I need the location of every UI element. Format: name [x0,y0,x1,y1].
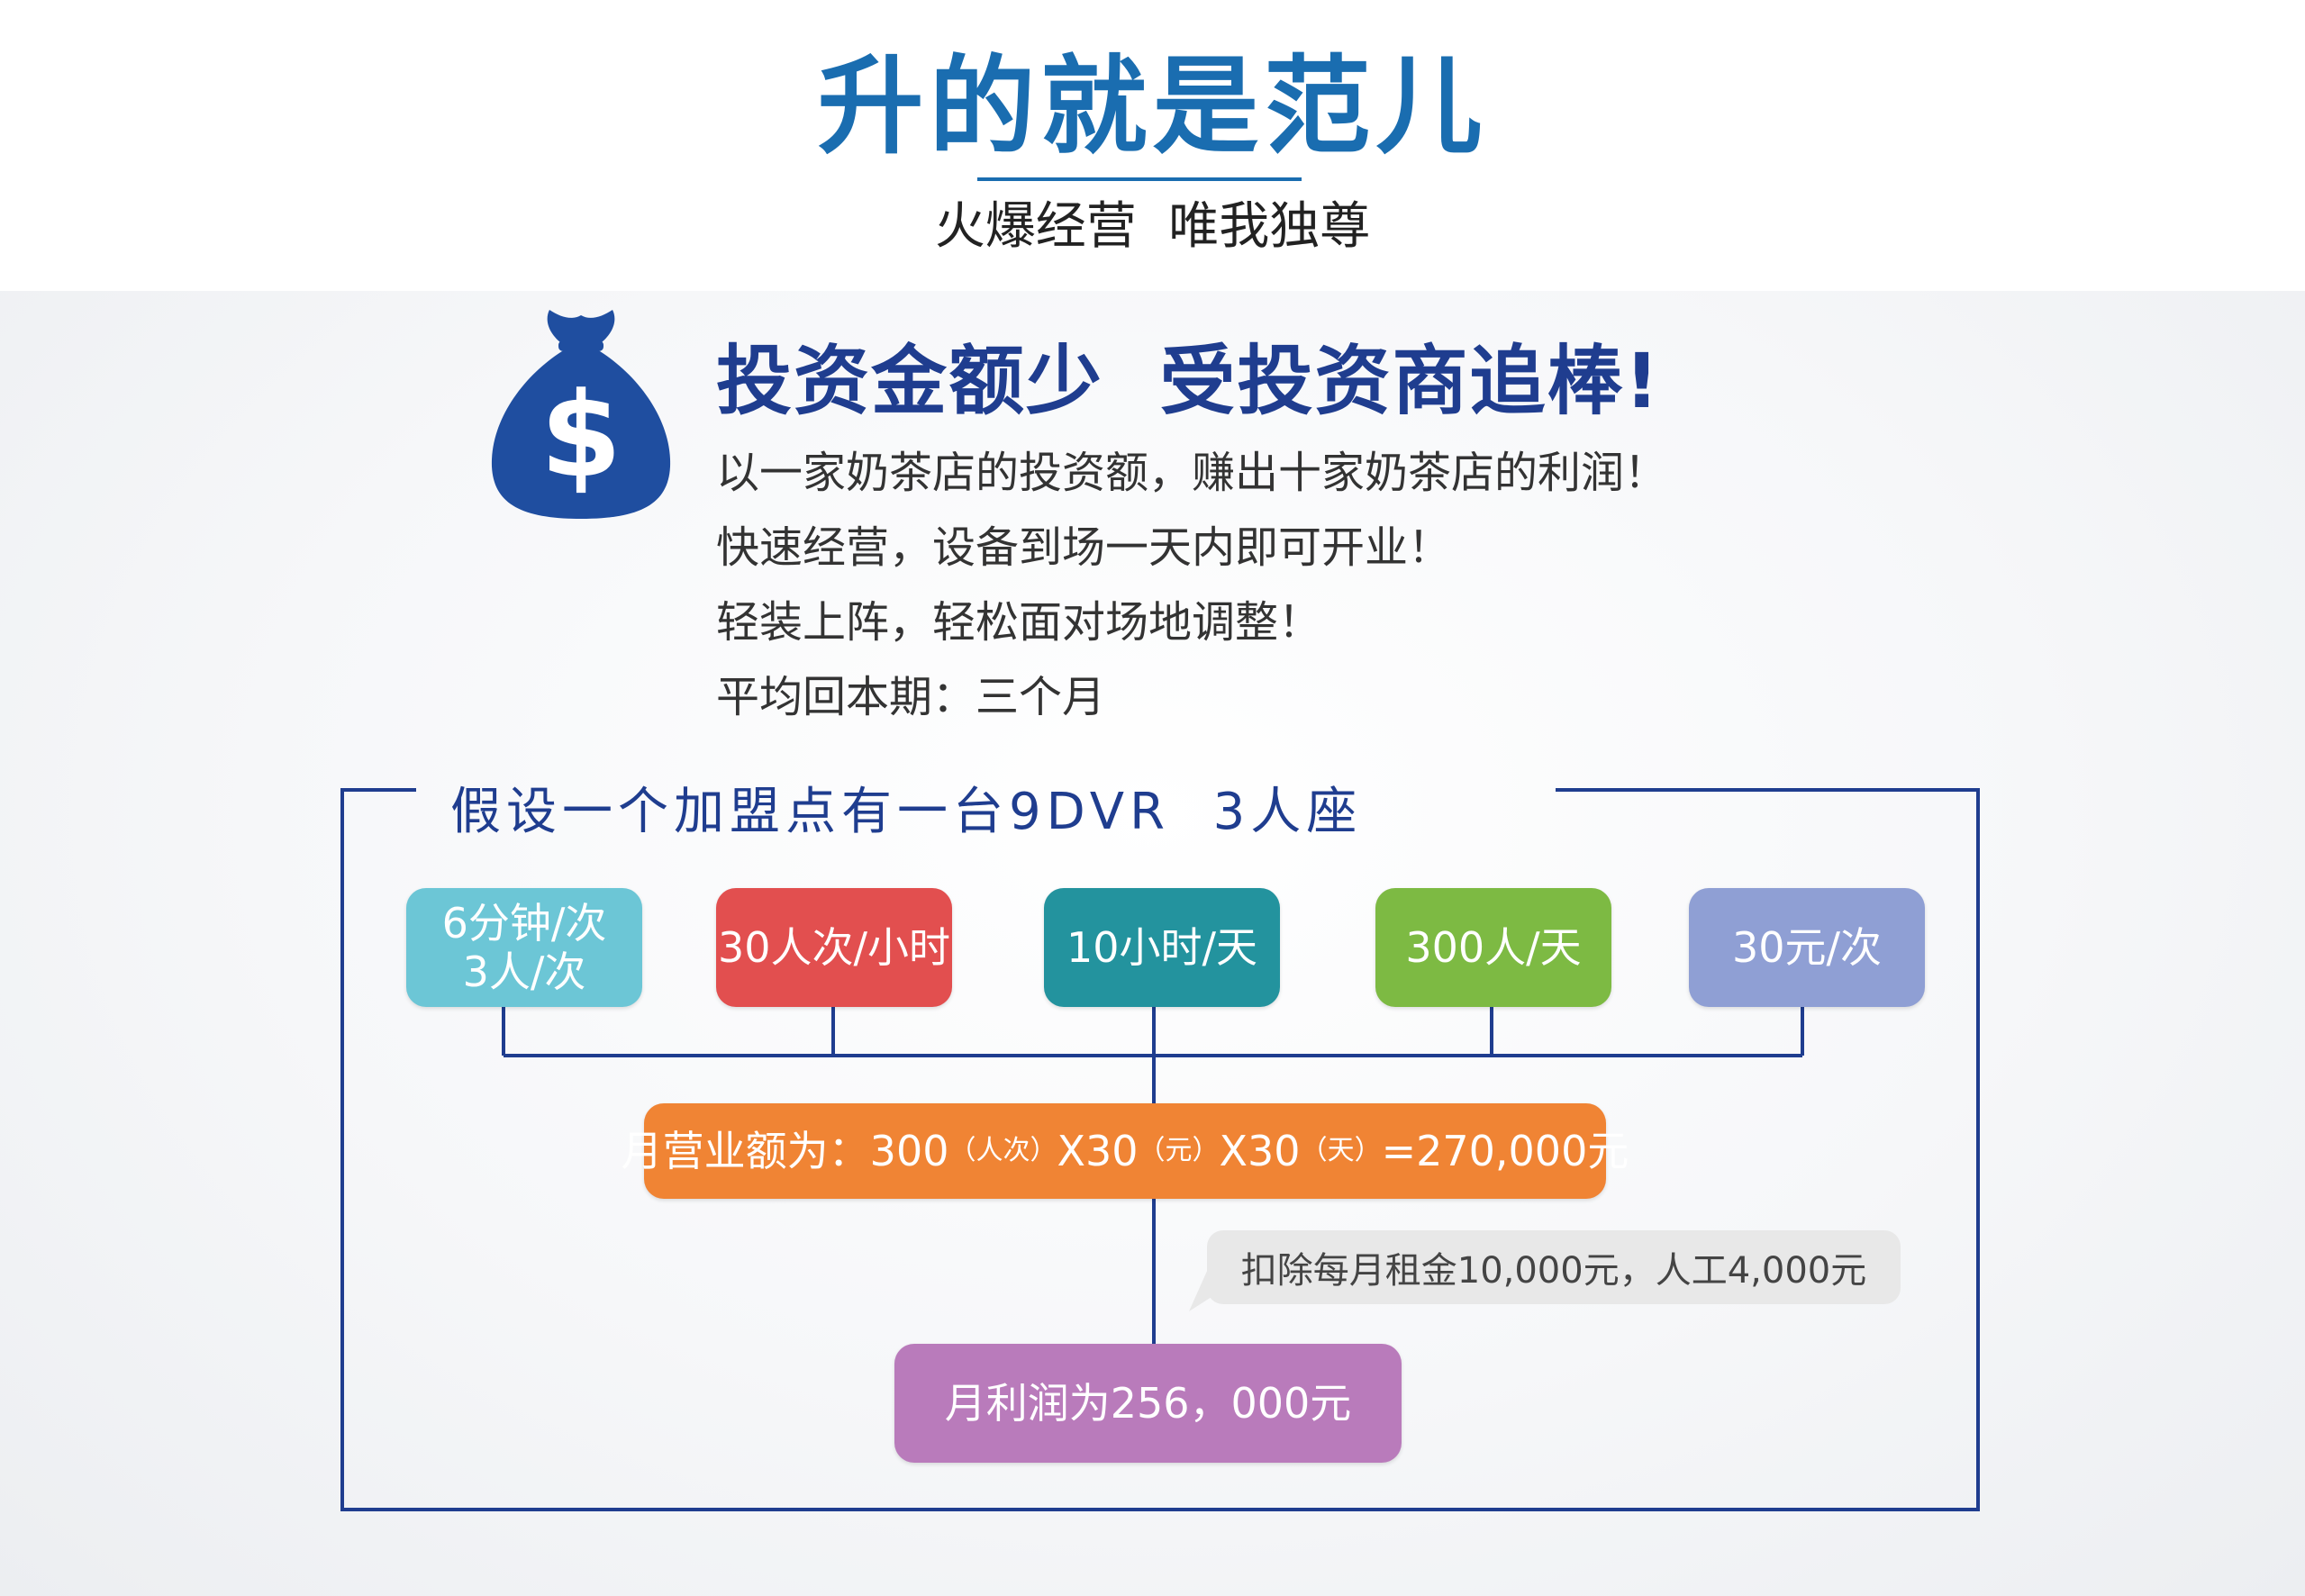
revenue-unit: （人次） [948,1135,1057,1166]
metric-line: 30元/次 [1731,923,1883,972]
intro-point: 快速经营，设备到场一天内即可开业！ [716,522,1452,573]
metric-box-hourly-visits: 30人次/小时 [716,888,952,1007]
svg-text:$: $ [540,367,622,503]
metric-box-daily-hours: 10小时/天 [1044,888,1280,1007]
header-banner: 升的就是范儿 火爆经营 唯我独尊 [0,0,2305,291]
revenue-unit: （元） [1138,1135,1220,1166]
metric-line: 10小时/天 [1066,923,1258,972]
intro-point: 以一家奶茶店的投资额，赚出十家奶茶店的利润！ [716,448,1668,498]
metric-line: 6分钟/次 [441,899,607,948]
revenue-text: X30 [1057,1127,1139,1175]
page-title: 升的就是范儿 [817,44,1488,168]
metric-box-daily-visitors: 300人/天 [1375,888,1611,1007]
frame-border [340,788,1980,1511]
intro-point: 平均回本期：三个月 [716,672,1106,722]
profit-text: 月利润为256，000元 [944,1379,1352,1428]
title-underline [977,177,1302,181]
intro-headline: 投资金额少 受投资商追棒! [716,337,1661,425]
deduction-bubble: 扣除每月租金10,000元，人工4,000元 [1207,1230,1901,1304]
money-bag-icon: $ [491,310,671,519]
metric-box-session-time: 6分钟/次 3人/次 [406,888,642,1007]
intro-point: 轻装上阵，轻松面对场地调整！ [716,597,1322,648]
metric-line: 300人/天 [1405,923,1582,972]
revenue-text: X30 [1219,1127,1301,1175]
page-subtitle: 火爆经营 唯我独尊 [934,197,1371,256]
diagram-frame-title: 假设一个加盟点有一台9DVR 3人座 [450,783,1363,841]
monthly-revenue-box: 月营业额为：300 （人次） X30 （元） X30 （天） =270,000元 [622,1103,1629,1199]
metric-line: 3人/次 [462,948,586,996]
bubble-tail [1189,1261,1211,1311]
metric-box-price: 30元/次 [1689,888,1925,1007]
revenue-text: 月营业额为：300 [621,1127,949,1175]
monthly-profit-box: 月利润为256，000元 [894,1344,1402,1463]
revenue-unit: （天） [1300,1135,1382,1166]
revenue-text: =270,000元 [1381,1127,1629,1175]
metric-line: 30人次/小时 [717,923,951,972]
